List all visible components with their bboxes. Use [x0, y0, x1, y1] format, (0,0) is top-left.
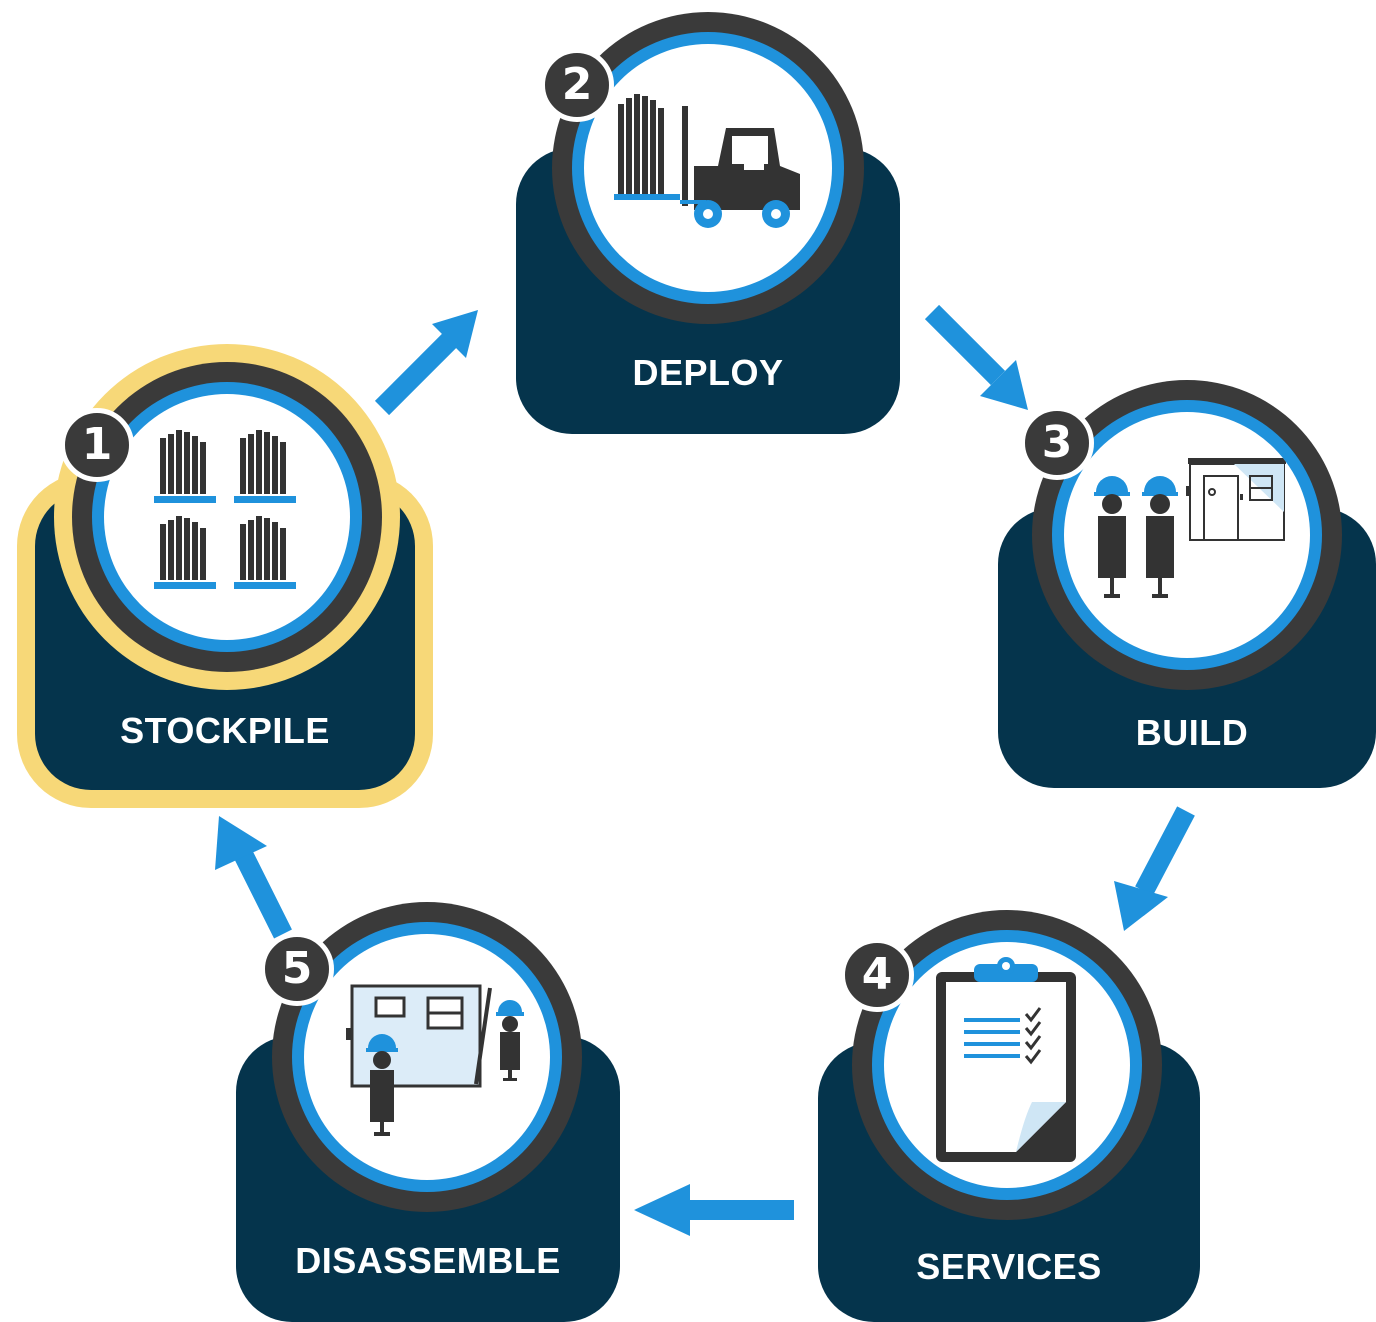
step-number-badge: 5	[260, 932, 334, 1006]
stacked-pallets-icon	[154, 430, 296, 589]
arrow-5-to-1	[215, 816, 292, 939]
step-number-badge: 2	[540, 48, 614, 122]
step-icon-circle	[884, 942, 1130, 1188]
workers-disassemble-icon	[346, 984, 524, 1136]
step-label: DEPLOY	[632, 352, 784, 393]
arrow-3-to-4	[1114, 806, 1195, 931]
step-label: BUILD	[1135, 712, 1249, 753]
step-icon-circle	[304, 934, 550, 1180]
step-icon-circle	[104, 394, 350, 640]
step-number-badge: 1	[60, 408, 134, 482]
step-label: DISASSEMBLE	[295, 1240, 561, 1281]
step-label: SERVICES	[916, 1246, 1102, 1287]
clipboard-checklist-icon	[936, 957, 1076, 1162]
arrow-4-to-5	[634, 1184, 794, 1236]
workers-building-icon	[1094, 458, 1286, 598]
step-label: STOCKPILE	[120, 710, 330, 751]
step-number-badge: 4	[840, 938, 914, 1012]
step-number-badge: 3	[1020, 406, 1094, 480]
step-icon-circle	[1064, 412, 1310, 658]
arrow-2-to-3	[924, 304, 1028, 410]
forklift-icon	[614, 94, 800, 228]
arrow-1-to-2	[374, 310, 478, 416]
step-icon-circle	[584, 44, 832, 292]
